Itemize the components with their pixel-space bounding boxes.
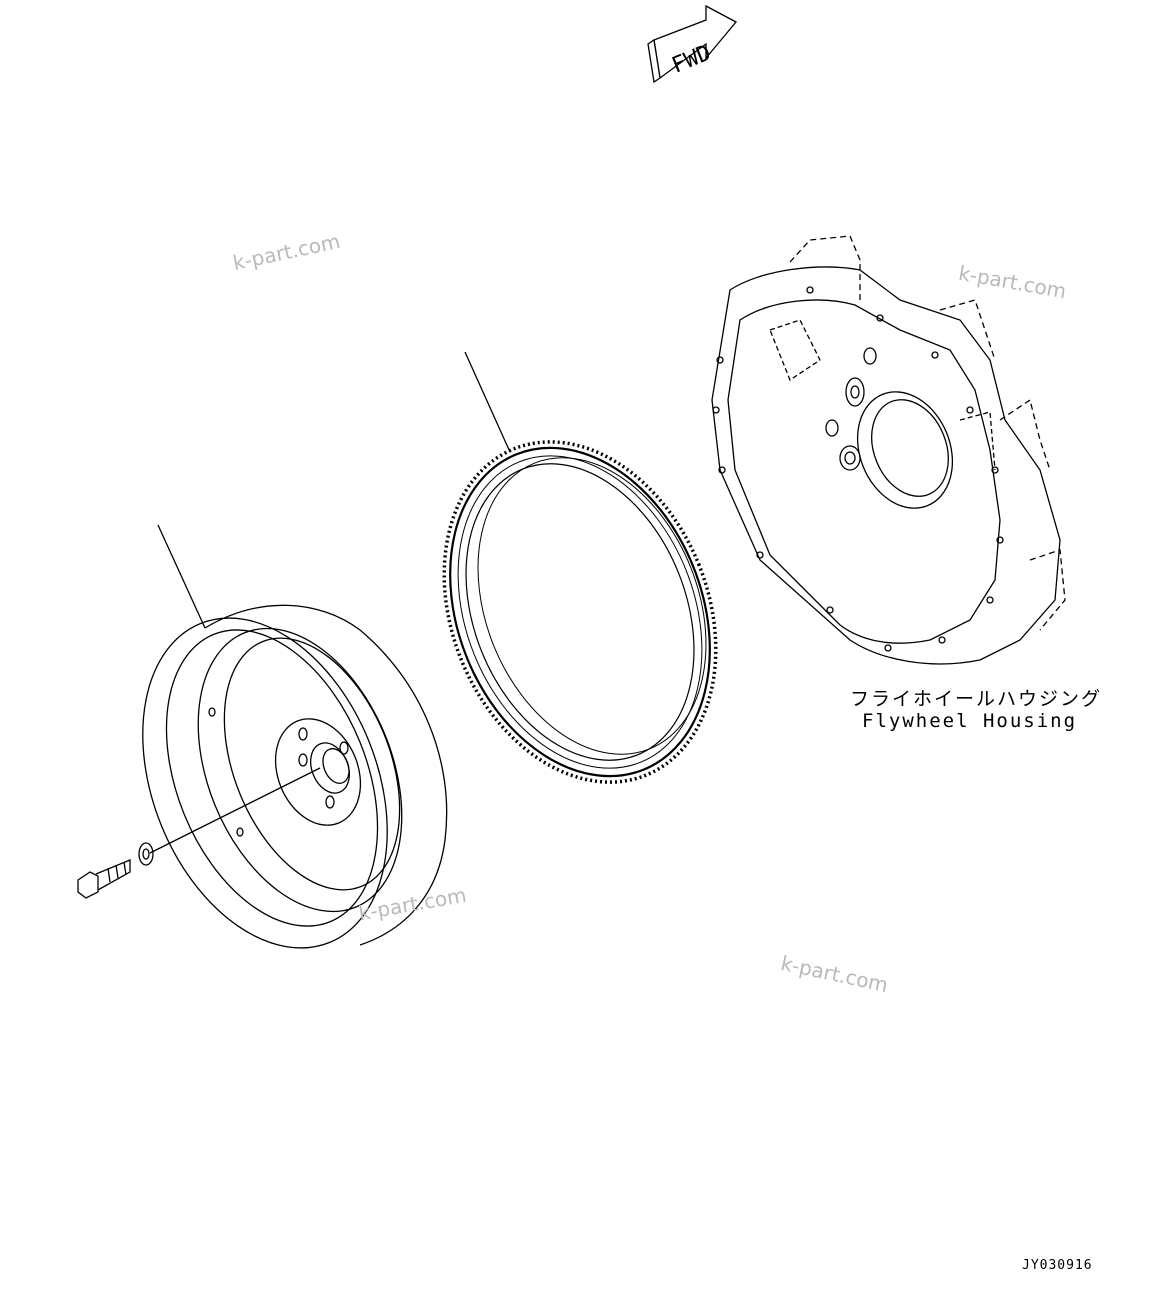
- flywheel-housing: [711, 235, 1066, 665]
- flywheel: [142, 604, 448, 949]
- drawing-code: JY030916: [1022, 1258, 1093, 1273]
- housing-label-en: Flywheel Housing: [862, 710, 1078, 732]
- flywheel-leader-line: [157, 524, 206, 629]
- ring-gear-leader-line: [464, 351, 511, 453]
- housing-label-jp: フライホイールハウジング: [850, 688, 1103, 710]
- fwd-arrow-icon: FWD: [647, 4, 738, 84]
- bolt: [77, 859, 131, 899]
- ring-gear: [442, 440, 718, 784]
- washer: [138, 842, 154, 866]
